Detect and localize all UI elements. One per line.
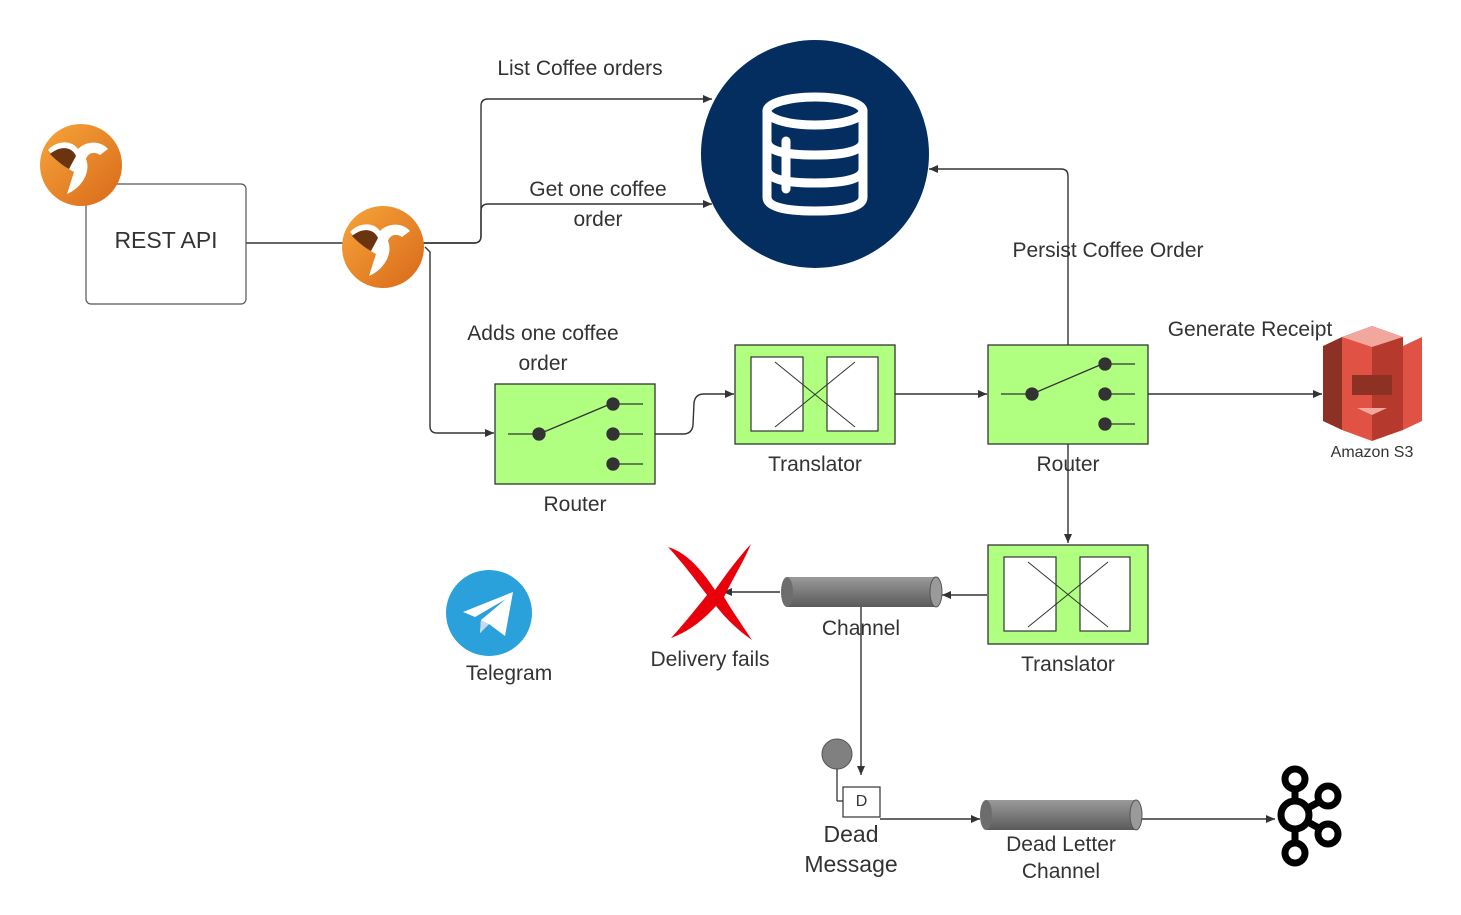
adds-order-label-line1: Adds one coffee — [467, 322, 619, 345]
rest-api-box — [85, 183, 247, 305]
telegram-icon — [446, 570, 532, 656]
router-1 — [494, 383, 656, 485]
add-order-arrow — [424, 246, 494, 437]
channel-pipe — [781, 576, 943, 608]
red-x-icon — [668, 544, 752, 640]
delivery-fails-label: Delivery fails — [650, 648, 770, 671]
amazon-s3-label: Amazon S3 — [1330, 444, 1414, 461]
router1-to-translator-arrow — [655, 390, 734, 435]
generate-receipt-label: Generate Receipt — [1167, 318, 1333, 341]
dead-message-marker: D — [855, 793, 868, 810]
router-1-label: Router — [543, 493, 607, 516]
dead-letter-channel-pipe — [980, 799, 1143, 831]
router-2-label: Router — [1036, 453, 1100, 476]
camel-logo-icon — [40, 124, 122, 206]
get-order-label-line1: Get one coffee — [529, 178, 667, 201]
telegram-label: Telegram — [465, 662, 553, 685]
dead-letter-channel-label-line2: Channel — [1021, 860, 1101, 883]
kafka-icon — [1277, 765, 1342, 867]
connectors — [246, 95, 1322, 823]
translator-1 — [734, 344, 896, 445]
translator-2 — [987, 544, 1149, 645]
dead-message-label-line1: Dead — [823, 821, 879, 847]
translator-2-label: Translator — [1021, 653, 1115, 676]
get-order-arrow — [423, 200, 712, 244]
adds-order-label-line2: order — [518, 352, 568, 375]
amazon-s3-icon — [1323, 326, 1422, 441]
dead-message-label-line2: Message — [804, 851, 898, 877]
dead-message-icon — [821, 738, 881, 818]
translator-1-label: Translator — [768, 453, 862, 476]
dead-letter-channel-label-line1: Dead Letter — [1006, 833, 1116, 856]
channel-label: Channel — [821, 617, 901, 640]
list-orders-label: List Coffee orders — [497, 57, 663, 80]
persist-order-label: Persist Coffee Order — [1012, 239, 1204, 262]
persist-order-arrow — [929, 165, 1069, 345]
rest-api-label: REST API — [114, 227, 218, 253]
get-order-label-line2: order — [573, 208, 623, 231]
router-2 — [987, 344, 1149, 445]
camel-logo-icon — [342, 206, 424, 288]
database-icon — [701, 40, 929, 268]
